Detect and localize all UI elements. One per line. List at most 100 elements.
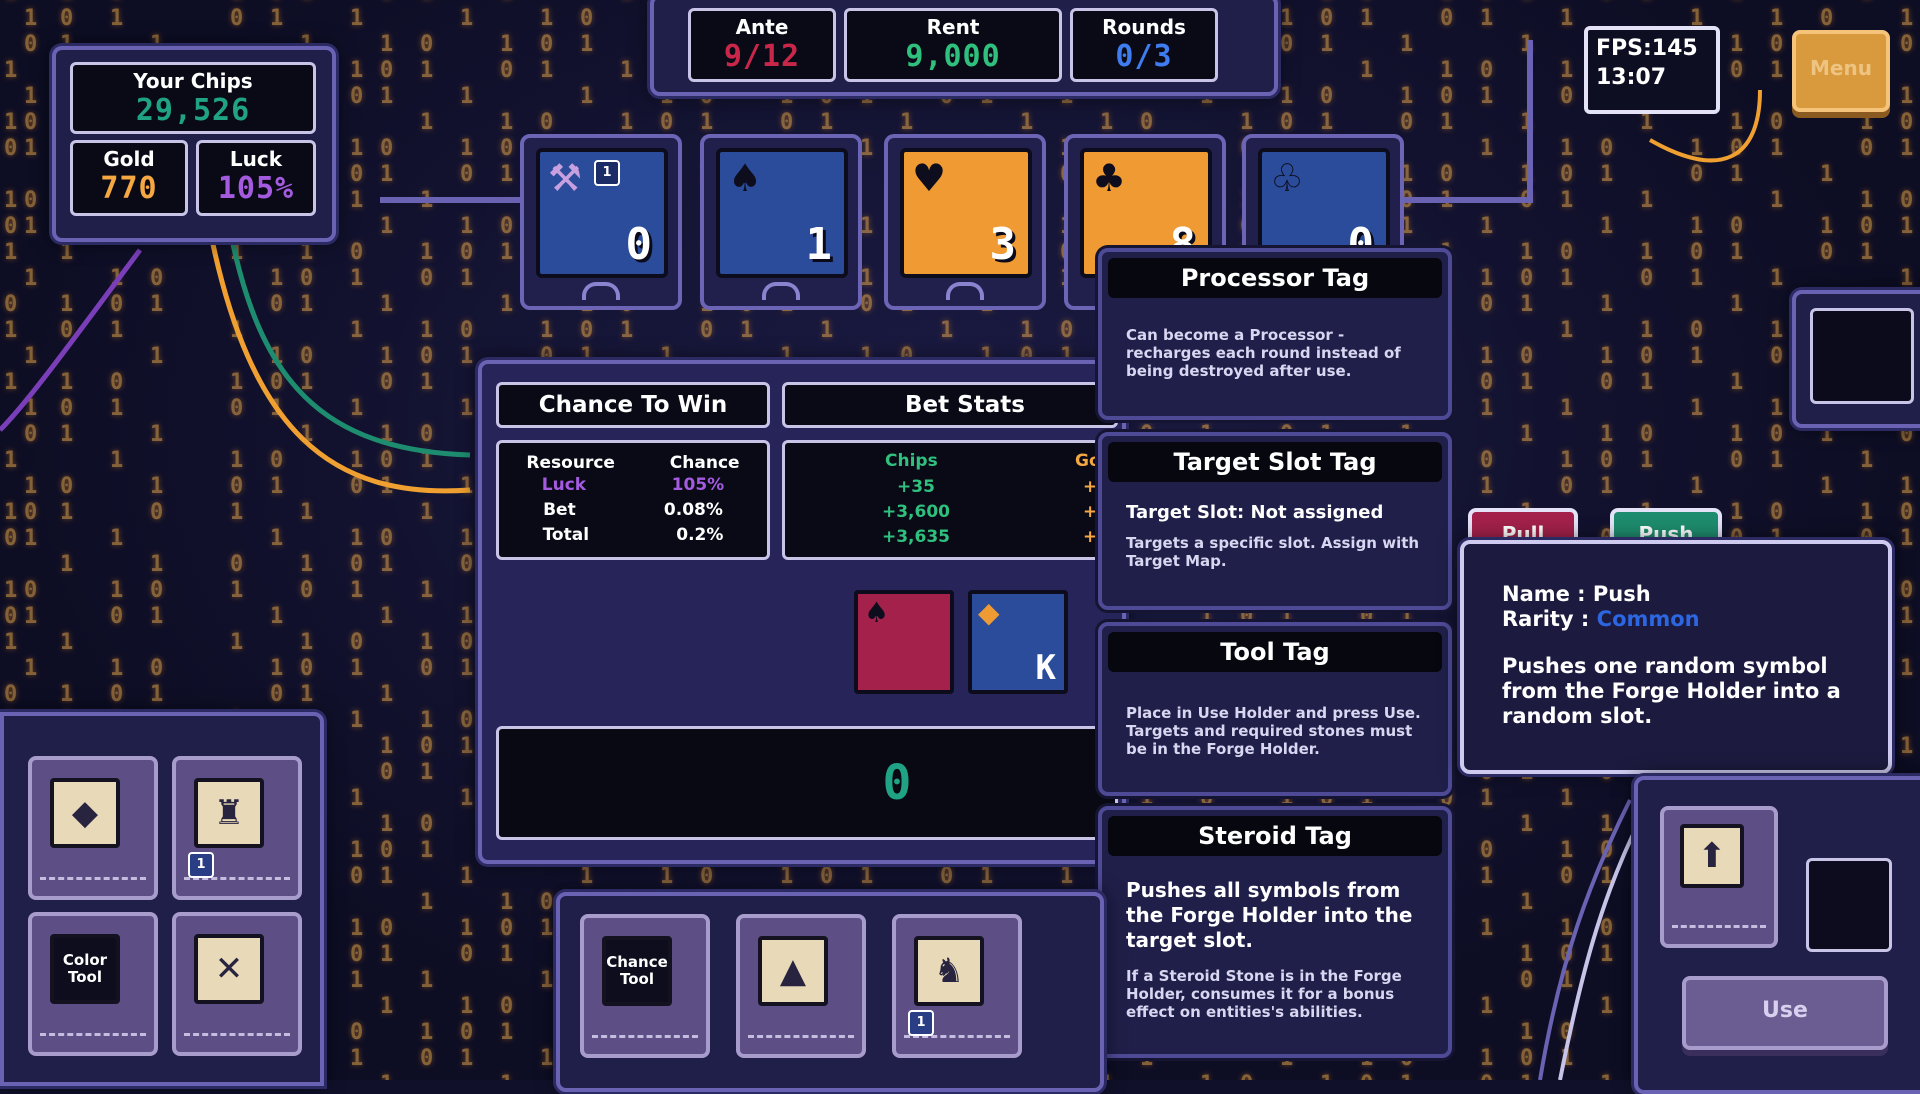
chance-header-resource: Resource xyxy=(526,453,615,473)
fps-display: FPS:145 13:07 xyxy=(1584,26,1720,114)
use-button-label: Use xyxy=(1762,998,1808,1023)
circuit-trace xyxy=(40,1033,146,1042)
item-icon: ✕ xyxy=(194,934,264,1004)
menu-label: Menu xyxy=(1810,56,1872,80)
empty-holder-slot[interactable] xyxy=(1806,858,1892,952)
bet-chips-value: +3,635 xyxy=(881,527,951,547)
use-button[interactable]: Use xyxy=(1682,976,1888,1050)
chips-value: 29,526 xyxy=(135,93,251,128)
bet-chips-column: +35+3,600+3,635 xyxy=(871,475,961,550)
gold-value: 770 xyxy=(100,171,158,206)
target-slot-status: Target Slot: Not assigned xyxy=(1126,502,1384,523)
circuit-trace xyxy=(748,1035,854,1044)
ante-box: Ante 9/12 xyxy=(688,8,836,82)
matrix-column: 1 1 0 1 0 1 0 1 1 1 1 0 1 0 1 0 1 1 1 1 … xyxy=(350,6,366,1071)
use-holder-item[interactable]: ⬆ xyxy=(1660,806,1778,948)
chance-value: 0.08% xyxy=(663,500,723,520)
slot-value: 1 xyxy=(805,219,833,270)
hud-panel: Ante 9/12 Rent 9,000 Rounds 0/3 xyxy=(650,0,1278,96)
item-tile[interactable]: ♞1 xyxy=(892,914,1022,1058)
info-name-label: Name : xyxy=(1502,582,1586,606)
mini-card[interactable]: ◆K xyxy=(968,590,1068,694)
menu-button[interactable]: Menu xyxy=(1792,30,1890,112)
suit-icon: ♠ xyxy=(864,596,890,629)
slot-card: ♠1 xyxy=(716,148,848,278)
chance-title-box: Chance To Win xyxy=(496,382,770,428)
info-card: Name : Push Rarity : Common Pushes one r… xyxy=(1460,540,1892,774)
slot-notch xyxy=(762,282,800,300)
bet-gold-value: + xyxy=(1083,502,1098,522)
right-side-slot xyxy=(1810,308,1914,404)
gold-label: Gold xyxy=(103,147,155,171)
suit-icon: ♧ xyxy=(1270,156,1305,200)
luck-label: Luck xyxy=(229,147,283,171)
circuit-trace xyxy=(592,1035,698,1044)
ante-label: Ante xyxy=(735,15,789,39)
chips-label: Your Chips xyxy=(133,69,253,93)
luck-value: 105% xyxy=(217,171,295,206)
matrix-column: 1 0 1 1 1 1 0 1 0 1 0 1 1 1 1 0 1 0 1 0 … xyxy=(420,0,436,1071)
steroid-tag-main: Pushes all symbols from the Forge Holder… xyxy=(1126,878,1413,952)
target-slot-tooltip: Target Slot Tag Target Slot: Not assigne… xyxy=(1098,432,1452,610)
suit-icon: ◆ xyxy=(978,596,1000,629)
chance-value: 0.2% xyxy=(676,525,724,545)
chips-panel: Your Chips 29,526 Gold 770 Luck 105% xyxy=(52,46,336,242)
slot-notch xyxy=(582,282,620,300)
info-name-value: Push xyxy=(1592,582,1651,606)
bet-gold-column: +++ xyxy=(1083,475,1097,550)
slot-3[interactable]: ♥3 xyxy=(884,134,1046,310)
chance-header-chance: Chance xyxy=(669,453,740,473)
rent-label: Rent xyxy=(926,15,980,39)
circuit-trace xyxy=(184,1033,290,1042)
gold-box: Gold 770 xyxy=(70,140,188,216)
suit-icon: ♥ xyxy=(912,156,947,200)
processor-tag-body: Can become a Processor - recharges each … xyxy=(1126,326,1401,380)
mini-card[interactable]: ♠ xyxy=(854,590,954,694)
item-tile[interactable]: Color Tool xyxy=(28,912,158,1056)
steroid-tag-tooltip: Steroid Tag Pushes all symbols from the … xyxy=(1098,806,1452,1058)
item-icon: ♞ xyxy=(914,936,984,1006)
ante-value: 9/12 xyxy=(723,39,801,74)
bet-chips-header: Chips xyxy=(885,451,938,471)
bet-stats-title: Bet Stats xyxy=(905,392,1025,418)
bet-stats-title-box: Bet Stats xyxy=(782,382,1118,428)
item-tile[interactable]: ◆ xyxy=(28,756,158,900)
target-slot-title: Target Slot Tag xyxy=(1108,442,1442,482)
slot-card: ♥3 xyxy=(900,148,1032,278)
steroid-tag-title: Steroid Tag xyxy=(1108,816,1442,856)
processor-tag-tooltip: Processor Tag Can become a Processor - r… xyxy=(1098,248,1452,420)
info-rarity-value: Common xyxy=(1596,607,1700,631)
steroid-tag-body: If a Steroid Stone is in the Forge Holde… xyxy=(1126,967,1402,1021)
matrix-column: 1 1 1 0 1 0 1 0 1 1 1 1 0 1 0 1 0 1 1 1 … xyxy=(460,6,476,1071)
slot-notch xyxy=(946,282,984,300)
slot-2[interactable]: ♠1 xyxy=(700,134,862,310)
bet-gold-header: Go xyxy=(1075,451,1101,471)
item-tile[interactable]: ▲ xyxy=(736,914,866,1058)
clock-value: 13:07 xyxy=(1596,65,1667,90)
tool-tag-title: Tool Tag xyxy=(1108,632,1442,672)
item-tile[interactable]: ✕ xyxy=(172,912,302,1056)
item-tile[interactable]: Chance Tool xyxy=(580,914,710,1058)
info-rarity-label: Rarity : xyxy=(1502,607,1590,631)
mini-card-label: K xyxy=(1035,648,1056,688)
tool-label-box: Color Tool xyxy=(50,934,120,1004)
info-description: Pushes one random symbol from the Forge … xyxy=(1502,654,1841,728)
target-slot-body: Targets a specific slot. Assign with Tar… xyxy=(1126,534,1420,570)
fps-value: FPS:145 xyxy=(1596,36,1698,61)
bet-gold-value: + xyxy=(1083,477,1098,497)
item-tile[interactable]: ♜1 xyxy=(172,756,302,900)
matrix-column: 0 1 0 1 0 1 1 1 1 0 1 0 1 0 1 1 1 1 0 1 … xyxy=(380,0,396,1080)
rounds-box: Rounds 0/3 xyxy=(1070,8,1218,82)
circuit-trace xyxy=(40,877,146,886)
processor-tag-title: Processor Tag xyxy=(1108,258,1442,298)
chance-title: Chance To Win xyxy=(538,392,728,418)
tool-tag-tooltip: Tool Tag Place in Use Holder and press U… xyxy=(1098,622,1452,796)
tool-tag-body: Place in Use Holder and press Use. Targe… xyxy=(1126,704,1421,758)
circuit-trace xyxy=(184,877,290,886)
